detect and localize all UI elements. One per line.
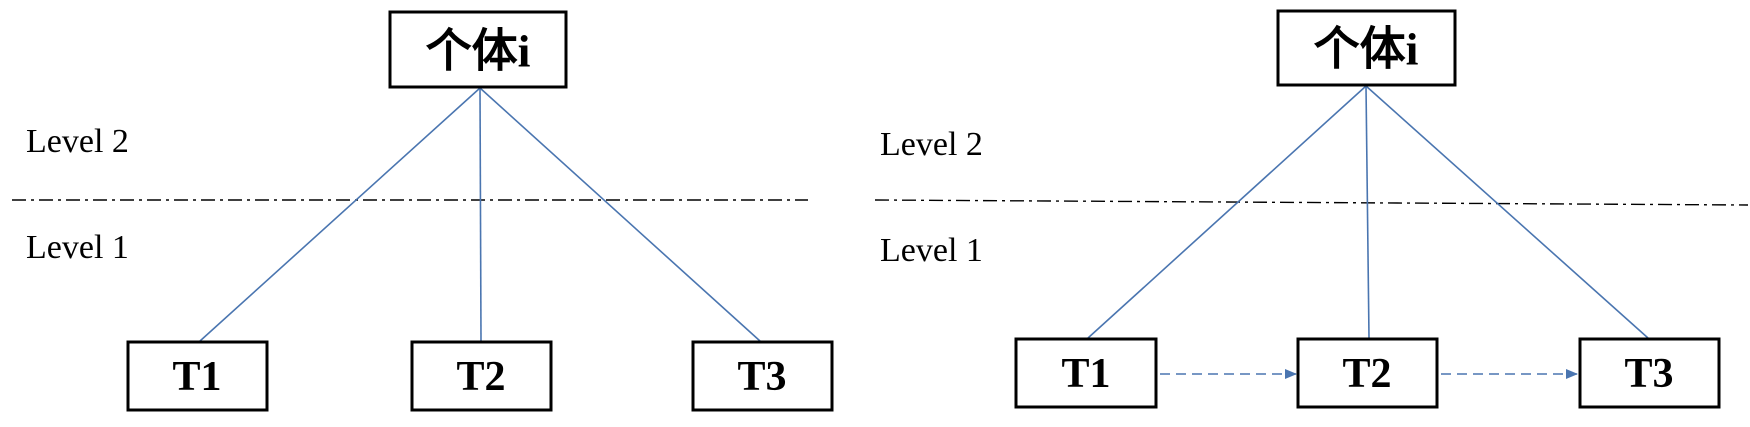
level-1-label: Level 1 xyxy=(880,232,983,269)
edge-root-t2 xyxy=(479,87,482,342)
leaf-node-t2: T2 xyxy=(1296,337,1439,409)
leaf-node-box xyxy=(410,340,553,412)
leaf-node-label: T2 xyxy=(456,354,505,400)
edge-root-t3 xyxy=(479,87,761,342)
leaf-node-box xyxy=(1014,337,1158,409)
leaf-node-t1: T1 xyxy=(126,340,269,412)
leaf-node-box xyxy=(1296,337,1439,409)
root-node-box xyxy=(1276,9,1457,87)
root-node: 个体i xyxy=(1276,9,1457,87)
leaf-node-label: T1 xyxy=(1061,351,1110,397)
level-divider xyxy=(874,199,1749,206)
root-node: 个体i xyxy=(388,10,568,89)
leaf-node-label: T2 xyxy=(1342,351,1391,397)
leaf-node-box xyxy=(1578,337,1721,409)
edge-root-t2 xyxy=(1365,85,1370,339)
level-2-label: Level 2 xyxy=(26,123,129,160)
edge-root-t1 xyxy=(199,87,481,342)
leaf-node-box xyxy=(126,340,269,412)
leaf-node-label: T3 xyxy=(1624,351,1673,397)
leaf-node-t3: T3 xyxy=(1578,337,1721,409)
edge-root-t3 xyxy=(1365,85,1649,339)
leaf-node-t3: T3 xyxy=(691,340,834,412)
leaf-node-box xyxy=(691,340,834,412)
panel-left: Level 2 Level 1 个体i T1 T2 T3 xyxy=(12,10,834,412)
leaf-node-label: T3 xyxy=(737,354,786,400)
edge-root-t1 xyxy=(1087,85,1367,339)
root-node-box xyxy=(388,10,568,89)
level-2-label: Level 2 xyxy=(880,126,983,163)
root-node-label: 个体i xyxy=(426,26,531,77)
panel-right: Level 2 Level 1 个体i T1 T2 T3 xyxy=(874,9,1749,409)
root-node-label: 个体i xyxy=(1314,24,1419,75)
leaf-node-label: T1 xyxy=(172,354,221,400)
leaf-node-t1: T1 xyxy=(1014,337,1158,409)
leaf-node-t2: T2 xyxy=(410,340,553,412)
level-1-label: Level 1 xyxy=(26,229,129,266)
